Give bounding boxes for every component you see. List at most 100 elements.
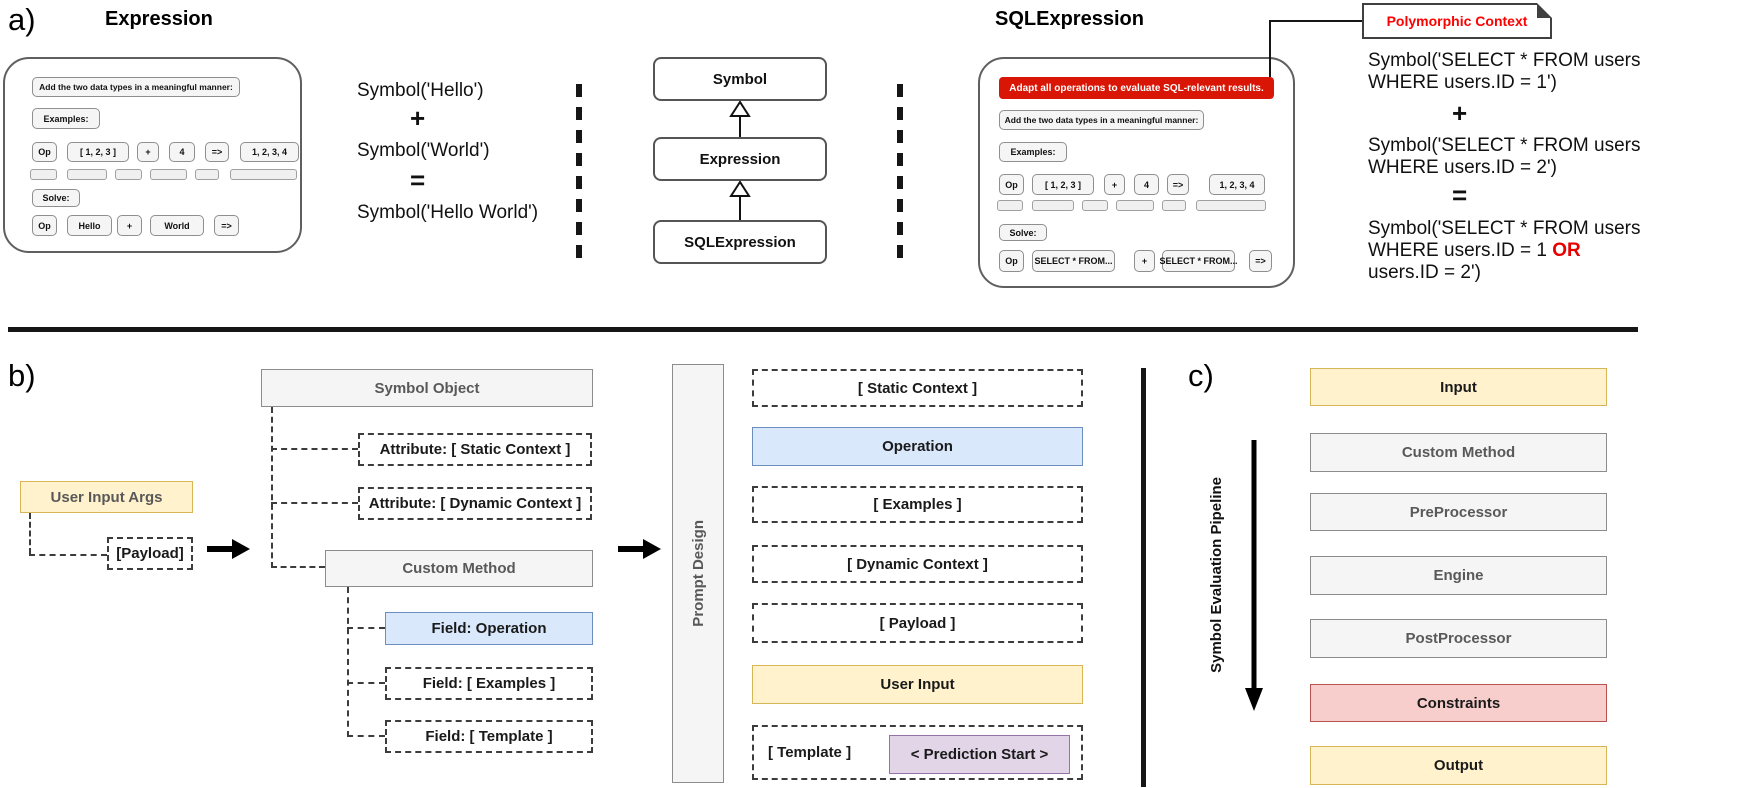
class-box-expression: Expression — [653, 137, 827, 181]
empty-slot — [150, 169, 187, 180]
equals-operator: = — [1452, 180, 1468, 210]
dashed-connector — [347, 587, 349, 737]
pipeline-label-wrap: Symbol Evaluation Pipeline — [1204, 440, 1228, 710]
stack-dynamic-context-box: [ Dynamic Context ] — [752, 545, 1083, 583]
operand-chip: 4 — [169, 142, 195, 162]
pipeline-preprocessor-box: PreProcessor — [1310, 493, 1607, 531]
select-chip: SELECT * FROM... — [1032, 250, 1115, 272]
solve-chip: Solve: — [999, 224, 1047, 241]
sql-equation-line: WHERE users.ID = 2') — [1368, 157, 1557, 178]
stack-payload-box: [ Payload ] — [752, 603, 1083, 643]
dashed-separator — [897, 84, 903, 266]
dashed-separator — [576, 84, 582, 266]
pipeline-postprocessor-box: PostProcessor — [1310, 619, 1607, 658]
empty-slot — [115, 169, 142, 180]
empty-slot — [30, 169, 57, 180]
example-result-chip: 1, 2, 3, 4 — [1209, 174, 1265, 195]
dashed-connector — [29, 554, 107, 556]
empty-slot — [997, 200, 1023, 211]
pipeline-custom-method-box: Custom Method — [1310, 433, 1607, 472]
dashed-connector — [347, 735, 385, 737]
equals-operator: = — [410, 165, 426, 195]
instruction-chip: Add the two data types in a meaningful m… — [999, 110, 1204, 130]
dashed-connector — [271, 566, 325, 568]
examples-chip: Examples: — [32, 108, 100, 129]
stack-static-context-box: [ Static Context ] — [752, 369, 1083, 407]
section-a-label: a) — [8, 2, 36, 37]
pipeline-output-box: Output — [1310, 746, 1607, 785]
expression-title: Expression — [105, 8, 213, 30]
pipeline-constraints-box: Constraints — [1310, 684, 1607, 722]
stack-examples-box: [ Examples ] — [752, 486, 1083, 523]
custom-method-box: Custom Method — [325, 550, 593, 587]
equation-line: Symbol('World') — [357, 140, 490, 161]
arrow-chip: => — [214, 215, 239, 236]
flow-arrow-icon — [207, 539, 250, 559]
select-chip: SELECT * FROM... — [1160, 250, 1238, 272]
sqlexpression-title: SQLExpression — [995, 8, 1144, 30]
user-input-args-box: User Input Args — [20, 481, 193, 513]
plus-operator: + — [410, 103, 426, 133]
dashed-connector — [271, 448, 358, 450]
stack-operation-box: Operation — [752, 427, 1083, 466]
world-chip: World — [150, 215, 204, 236]
empty-slot — [1196, 200, 1266, 211]
sql-result-text: WHERE users.ID = 1 — [1368, 240, 1553, 261]
example-input-chip: [ 1, 2, 3 ] — [67, 142, 129, 162]
plus-chip: + — [137, 142, 159, 162]
field-template-box: Field: [ Template ] — [385, 720, 593, 753]
sql-equation-line: Symbol('SELECT * FROM users — [1368, 50, 1641, 71]
example-input-chip: [ 1, 2, 3 ] — [1032, 174, 1094, 195]
empty-slot — [1116, 200, 1154, 211]
panel-divider — [1141, 368, 1146, 787]
dashed-connector — [347, 627, 385, 629]
polymorphic-context-note: Polymorphic Context — [1362, 3, 1552, 39]
op-chip: Op — [999, 174, 1024, 195]
class-box-symbol: Symbol — [653, 57, 827, 101]
prediction-start-box: < Prediction Start > — [889, 735, 1070, 774]
empty-slot — [230, 169, 297, 180]
arrow-chip: => — [205, 142, 229, 162]
template-label: [ Template ] — [768, 744, 852, 761]
op-chip: Op — [32, 215, 57, 236]
equation-result: Symbol('Hello World') — [357, 202, 539, 223]
prompt-design-box: Prompt Design — [672, 364, 724, 783]
arrow-chip: => — [1167, 174, 1189, 195]
pipeline-label: Symbol Evaluation Pipeline — [1207, 477, 1225, 673]
solve-chip: Solve: — [32, 189, 80, 207]
note-connector-line — [1269, 20, 1364, 22]
pipeline-down-arrow-icon — [1245, 440, 1263, 711]
attribute-static-context-box: Attribute: [ Static Context ] — [358, 433, 592, 466]
op-chip: Op — [999, 250, 1024, 272]
or-keyword: OR — [1552, 240, 1581, 261]
symbol-object-box: Symbol Object — [261, 369, 593, 407]
inheritance-arrow-icon — [729, 100, 751, 137]
field-operation-box: Field: Operation — [385, 612, 593, 645]
plus-chip: + — [1104, 174, 1125, 195]
sql-equation-line: Symbol('SELECT * FROM users — [1368, 135, 1641, 156]
empty-slot — [67, 169, 107, 180]
empty-slot — [195, 169, 219, 180]
op-chip: Op — [32, 142, 57, 162]
sqlexpression-card: Adapt all operations to evaluate SQL-rel… — [978, 57, 1295, 288]
dashed-connector — [29, 513, 31, 554]
example-result-chip: 1, 2, 3, 4 — [240, 142, 299, 162]
pipeline-engine-box: Engine — [1310, 556, 1607, 595]
empty-slot — [1032, 200, 1074, 211]
instruction-chip: Add the two data types in a meaningful m… — [32, 77, 240, 97]
operand-chip: 4 — [1134, 174, 1159, 195]
dashed-connector — [271, 502, 358, 504]
note-connector-line — [1269, 20, 1271, 77]
dashed-connector — [347, 682, 385, 684]
section-c-label: c) — [1188, 358, 1214, 393]
sql-equation-result: Symbol('SELECT * FROM users — [1368, 218, 1641, 239]
class-box-sqlexpression: SQLExpression — [653, 220, 827, 264]
flow-arrow-icon — [618, 539, 661, 559]
stack-user-input-box: User Input — [752, 665, 1083, 704]
attribute-dynamic-context-box: Attribute: [ Dynamic Context ] — [358, 487, 592, 520]
field-examples-box: Field: [ Examples ] — [385, 667, 593, 700]
payload-box: [Payload] — [107, 537, 193, 570]
stack-template-box: [ Template ] < Prediction Start > — [752, 725, 1083, 780]
sql-equation-result: WHERE users.ID = 1 OR — [1368, 240, 1581, 262]
